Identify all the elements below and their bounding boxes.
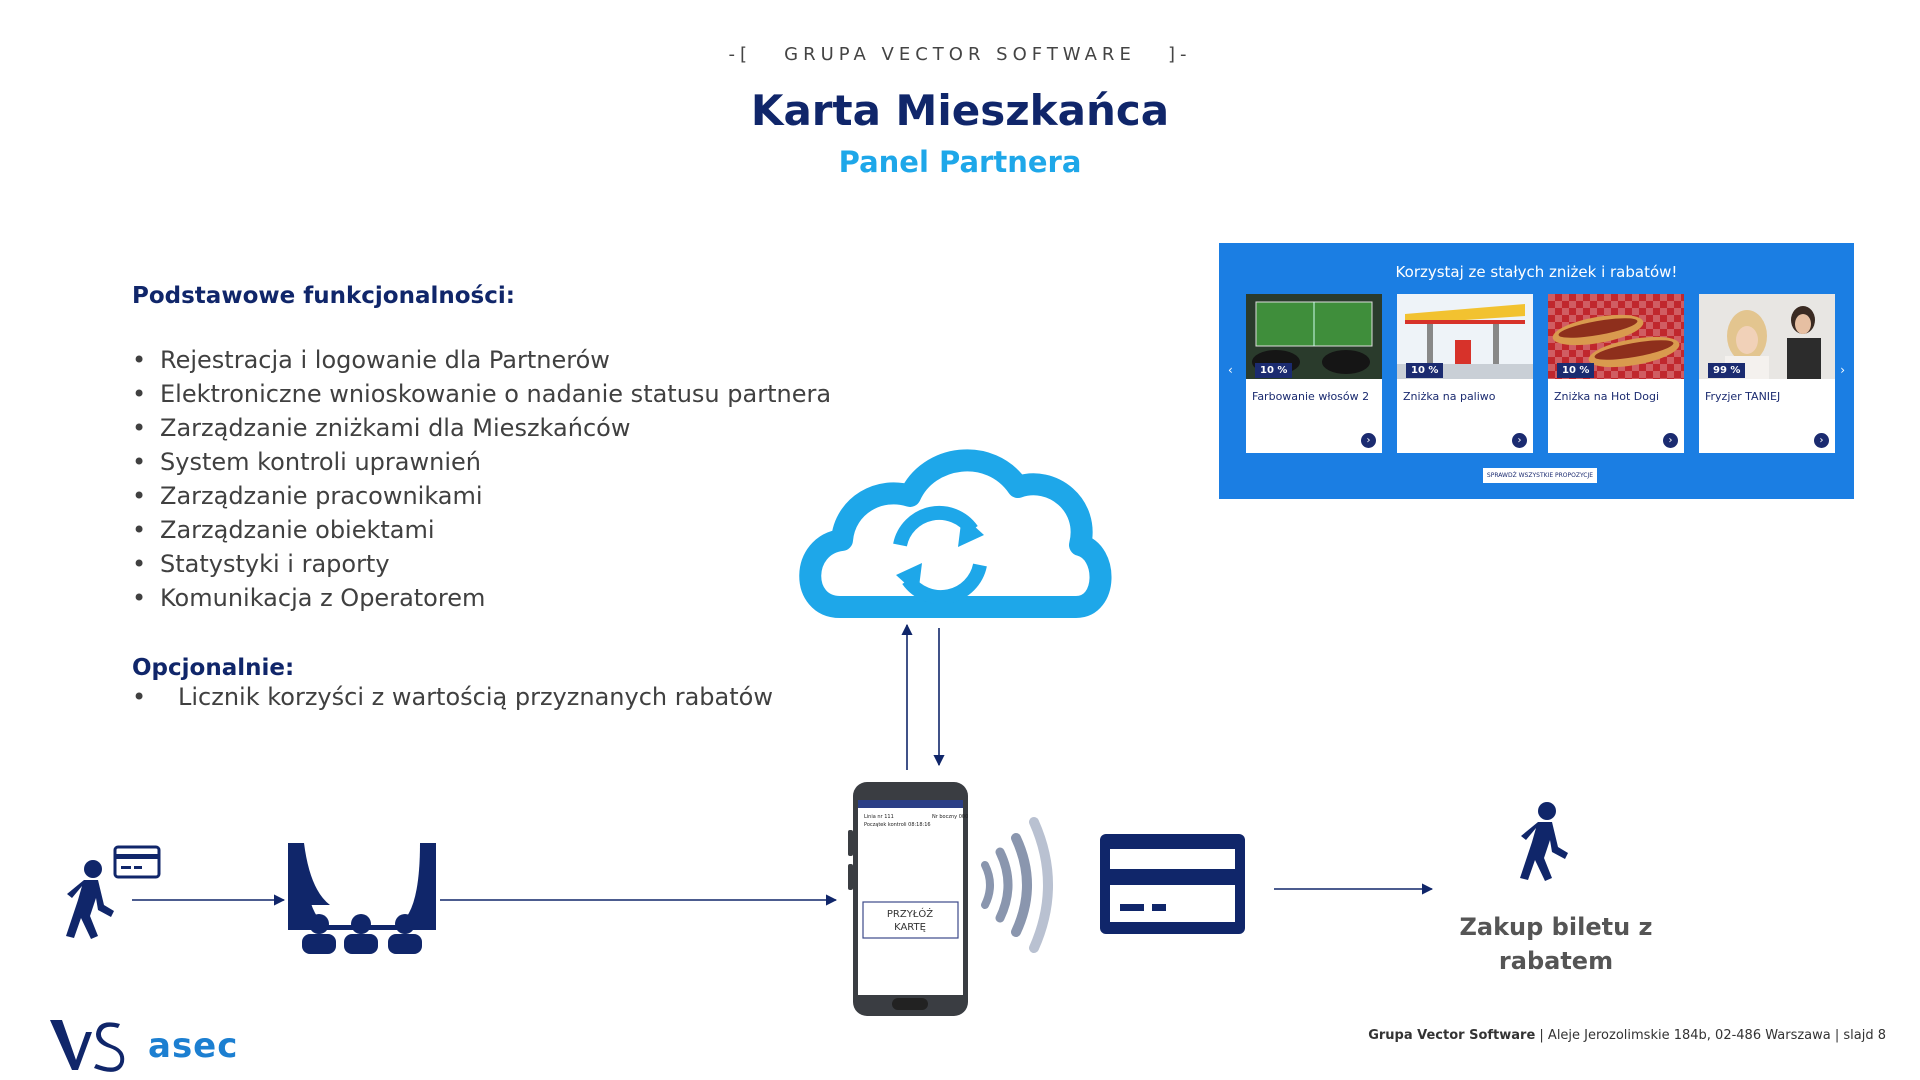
phone-vehicle-label: Nr boczny 000 <box>932 814 968 820</box>
discount-badge: 10 % <box>1557 363 1595 378</box>
page-title: Karta Mieszkańca <box>750 86 1170 135</box>
promo-card[interactable]: 99 % Fryzjer TANIEJ › <box>1699 294 1835 453</box>
arrow-right-icon[interactable]: › <box>1361 433 1376 448</box>
promo-banner: Korzystaj ze stałych zniżek i rabatów! ‹… <box>1219 243 1854 499</box>
discount-badge: 10 % <box>1255 363 1293 378</box>
diagram-caption: Zakup biletu z rabatem <box>1452 910 1660 978</box>
features-heading: Podstawowe funkcjonalności: <box>132 283 515 309</box>
asec-logo: asec <box>148 1026 239 1066</box>
card-label: Zniżka na Hot Dogi <box>1554 390 1660 403</box>
feature-item: Zarządzanie pracownikami <box>132 479 831 513</box>
optional-item: •Licznik korzyści z wartością przyznanyc… <box>132 683 773 711</box>
nfc-waves-icon <box>981 817 1053 953</box>
feature-item: Statystyki i raporty <box>132 547 831 581</box>
discount-badge: 10 % <box>1406 363 1444 378</box>
theatre-icon <box>288 843 436 954</box>
card-label: Farbowanie włosów 2 <box>1252 390 1370 403</box>
footer-company: Grupa Vector Software <box>1368 1028 1536 1043</box>
walking-person-icon <box>1520 802 1568 881</box>
caption-line: rabatem <box>1498 947 1614 975</box>
hairdresser-image <box>1699 294 1835 379</box>
cloud-sync-icon <box>799 449 1112 618</box>
caption-line: Zakup biletu z <box>1459 913 1653 941</box>
features-list: Rejestracja i logowanie dla Partnerów El… <box>132 343 831 615</box>
card-icon <box>113 845 161 879</box>
chevron-left-icon[interactable]: ‹ <box>1228 363 1233 377</box>
phone-line-label: Linia nr 111 <box>864 814 894 820</box>
payment-card-icon <box>1100 834 1245 934</box>
phone-prompt-line1: PRZYŁÓŻ <box>887 907 933 920</box>
card-label: Fryzjer TANIEJ <box>1705 390 1781 403</box>
promo-title: Korzystaj ze stałych zniżek i rabatów! <box>1395 263 1678 281</box>
card-label: Zniżka na paliwo <box>1403 390 1496 403</box>
feature-item: Komunikacja z Operatorem <box>132 581 831 615</box>
footer: Grupa Vector Software | Aleje Jerozolims… <box>1368 1028 1886 1043</box>
arrow-right-icon[interactable]: › <box>1814 433 1829 448</box>
feature-item: Zarządzanie zniżkami dla Mieszkańców <box>132 411 831 445</box>
feature-item: Rejestracja i logowanie dla Partnerów <box>132 343 831 377</box>
tagline: -[ GRUPA VECTOR SOFTWARE ]- <box>728 44 1192 65</box>
arrow-right-icon[interactable]: › <box>1512 433 1527 448</box>
feature-item: System kontroli uprawnień <box>132 445 831 479</box>
walking-person-icon <box>66 860 114 939</box>
footer-address: | Aleje Jerozolimskie 184b, 02-486 Warsz… <box>1535 1028 1886 1043</box>
page-subtitle: Panel Partnera <box>838 145 1082 179</box>
arrow-right-icon[interactable]: › <box>1663 433 1678 448</box>
discount-badge: 99 % <box>1708 363 1746 378</box>
smartphone-icon: Linia nr 111 Nr boczny 000 Początek kont… <box>848 782 968 1016</box>
promo-card[interactable]: 10 % Zniżka na Hot Dogi › <box>1548 294 1684 453</box>
phone-prompt-line2: KARTĘ <box>894 922 926 933</box>
feature-item: Elektroniczne wnioskowanie o nadanie sta… <box>132 377 831 411</box>
see-all-offers-button[interactable]: SPRAWDŹ WSZYSTKIE PROPOZYCJE <box>1483 468 1597 483</box>
optional-item-label: Licznik korzyści z wartością przyznanych… <box>178 683 773 711</box>
promo-card[interactable]: 10 % Farbowanie włosów 2 › <box>1246 294 1382 453</box>
optional-heading: Opcjonalnie: <box>132 655 295 681</box>
vector-software-logo <box>50 1020 125 1072</box>
feature-item: Zarządzanie obiektami <box>132 513 831 547</box>
chevron-right-icon[interactable]: › <box>1840 363 1845 377</box>
promo-card[interactable]: 10 % Zniżka na paliwo › <box>1397 294 1533 453</box>
phone-control-label: Początek kontroli 08:18:16 <box>864 822 931 828</box>
